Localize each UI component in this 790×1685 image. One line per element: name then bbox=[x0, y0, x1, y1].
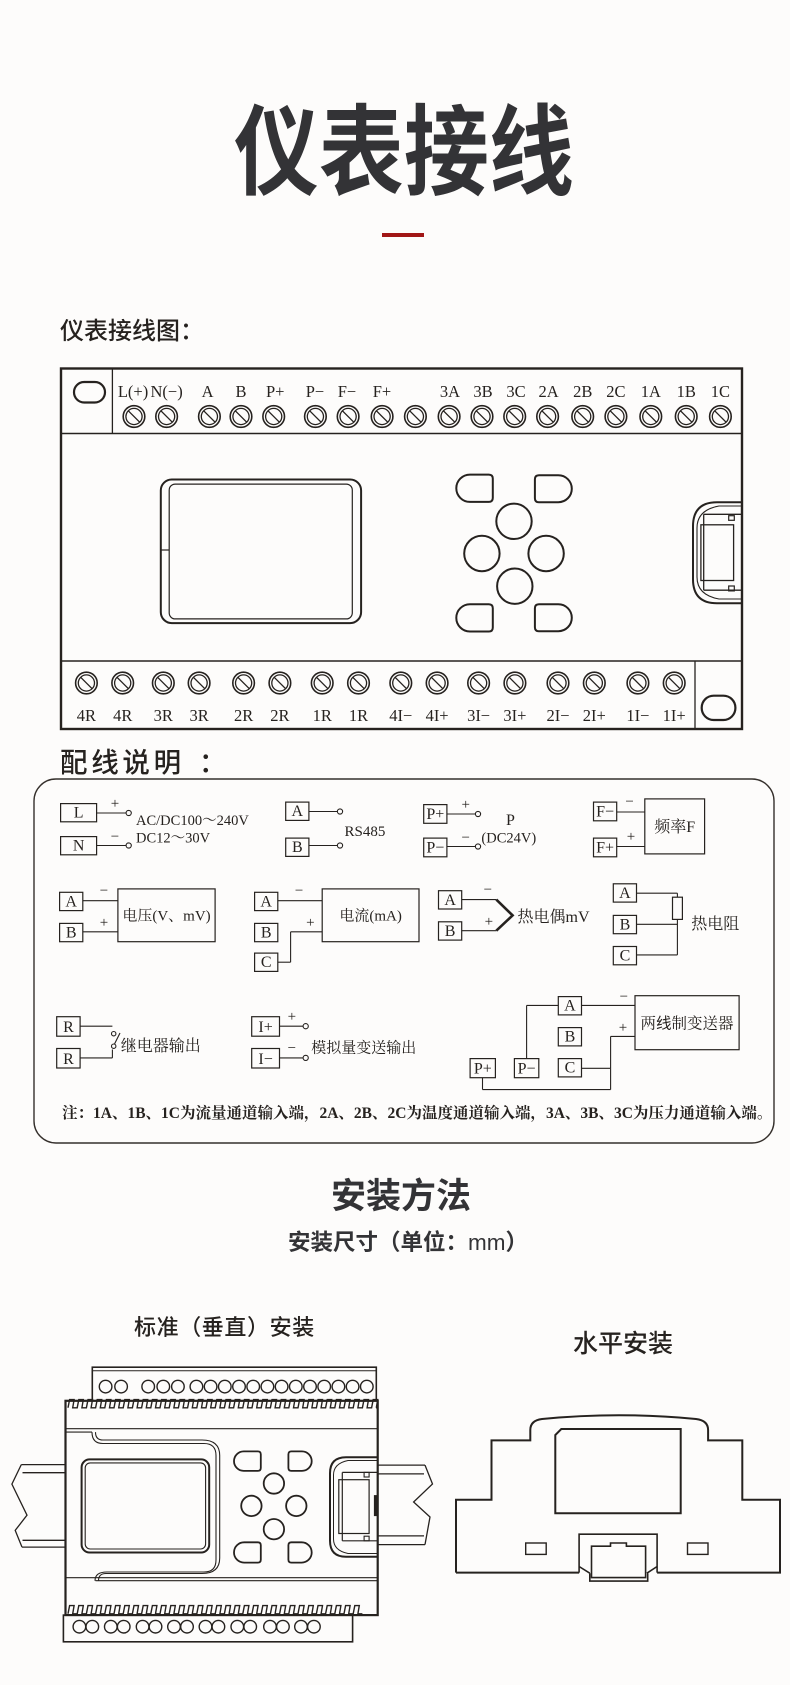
svg-text:I−: I− bbox=[258, 1046, 272, 1069]
svg-text:1R: 1R bbox=[313, 702, 332, 726]
svg-text:B: B bbox=[620, 912, 631, 935]
svg-text:3R: 3R bbox=[189, 702, 208, 726]
svg-text:B: B bbox=[261, 920, 272, 943]
svg-text:1I−: 1I− bbox=[626, 702, 649, 726]
svg-text:B: B bbox=[292, 834, 303, 857]
svg-text:4R: 4R bbox=[113, 702, 132, 726]
svg-text:2B: 2B bbox=[573, 378, 592, 402]
svg-text:F+: F+ bbox=[373, 378, 391, 402]
svg-text:L: L bbox=[74, 800, 84, 823]
svg-text:2R: 2R bbox=[234, 702, 253, 726]
svg-text:N: N bbox=[73, 833, 85, 856]
svg-text:−: − bbox=[100, 879, 108, 900]
svg-text:P: P bbox=[506, 807, 515, 830]
svg-text:电流(mA): 电流(mA) bbox=[339, 905, 402, 926]
svg-text:2R: 2R bbox=[270, 702, 289, 726]
svg-text:3C: 3C bbox=[506, 378, 525, 402]
svg-text:−: − bbox=[484, 878, 492, 899]
svg-text:B: B bbox=[66, 920, 77, 943]
svg-text:P−: P− bbox=[306, 378, 324, 402]
svg-text:两线制变送器: 两线制变送器 bbox=[640, 1012, 734, 1034]
svg-text:3B: 3B bbox=[473, 378, 492, 402]
svg-text:L(+): L(+) bbox=[118, 378, 148, 402]
svg-text:热电阻: 热电阻 bbox=[691, 911, 739, 934]
svg-text:−: − bbox=[288, 1037, 296, 1058]
svg-text:热电偶mV: 热电偶mV bbox=[518, 904, 590, 927]
svg-text:N(−): N(−) bbox=[150, 378, 182, 402]
svg-text:C: C bbox=[620, 943, 631, 966]
svg-text:AC/DC100～240V: AC/DC100～240V bbox=[136, 809, 249, 830]
svg-text:C: C bbox=[261, 949, 272, 972]
svg-text:−: − bbox=[461, 826, 469, 847]
svg-text:+: + bbox=[619, 1016, 627, 1037]
svg-text:DC12～30V: DC12～30V bbox=[136, 827, 211, 848]
svg-text:+: + bbox=[111, 792, 119, 813]
svg-text:+: + bbox=[100, 911, 108, 932]
svg-text:频率F: 频率F bbox=[654, 814, 695, 837]
svg-text:P−: P− bbox=[518, 1056, 536, 1079]
svg-text:3A: 3A bbox=[440, 378, 460, 402]
svg-text:C: C bbox=[565, 1055, 576, 1078]
svg-text:I+: I+ bbox=[258, 1014, 272, 1037]
svg-text:B: B bbox=[565, 1024, 576, 1047]
svg-text:+: + bbox=[288, 1005, 296, 1026]
svg-text:−: − bbox=[111, 825, 119, 846]
svg-text:3R: 3R bbox=[154, 702, 173, 726]
svg-text:2I+: 2I+ bbox=[583, 702, 606, 726]
svg-text:P+: P+ bbox=[474, 1056, 492, 1079]
svg-text:A: A bbox=[260, 888, 272, 911]
svg-text:继电器输出: 继电器输出 bbox=[121, 1033, 201, 1056]
svg-text:1C: 1C bbox=[711, 378, 730, 402]
svg-text:4R: 4R bbox=[77, 702, 96, 726]
svg-text:F−: F− bbox=[596, 799, 614, 822]
svg-text:1R: 1R bbox=[349, 702, 368, 726]
svg-text:2I−: 2I− bbox=[546, 702, 569, 726]
svg-text:R: R bbox=[63, 1014, 74, 1037]
svg-text:3I−: 3I− bbox=[467, 702, 490, 726]
svg-text:P+: P+ bbox=[426, 801, 444, 824]
svg-text:A: A bbox=[202, 378, 214, 402]
svg-text:F+: F+ bbox=[596, 835, 614, 858]
svg-text:P+: P+ bbox=[266, 378, 284, 402]
svg-text:R: R bbox=[63, 1046, 74, 1069]
svg-text:A: A bbox=[564, 993, 576, 1016]
svg-text:−: − bbox=[620, 985, 628, 1006]
svg-text:F−: F− bbox=[338, 378, 356, 402]
svg-text:1B: 1B bbox=[677, 378, 696, 402]
svg-text:A: A bbox=[619, 880, 631, 903]
svg-text:2C: 2C bbox=[606, 378, 625, 402]
svg-text:+: + bbox=[461, 793, 469, 814]
svg-text:A: A bbox=[65, 888, 77, 911]
svg-text:A: A bbox=[444, 887, 456, 910]
svg-text:RS485: RS485 bbox=[345, 820, 386, 841]
svg-text:+: + bbox=[306, 911, 314, 932]
svg-text:4I−: 4I− bbox=[389, 702, 412, 726]
svg-text:−: − bbox=[625, 790, 633, 811]
svg-text:1I+: 1I+ bbox=[663, 702, 686, 726]
svg-text:4I+: 4I+ bbox=[426, 702, 449, 726]
svg-text:−: − bbox=[295, 879, 303, 900]
svg-text:电压(V、mV): 电压(V、mV) bbox=[122, 905, 210, 926]
svg-text:+: + bbox=[485, 910, 493, 931]
svg-text:(DC24V): (DC24V) bbox=[481, 827, 536, 848]
svg-text:A: A bbox=[292, 798, 304, 821]
svg-text:+: + bbox=[627, 825, 635, 846]
svg-text:2A: 2A bbox=[539, 378, 559, 402]
svg-text:1A: 1A bbox=[641, 378, 661, 402]
svg-text:3I+: 3I+ bbox=[503, 702, 526, 726]
svg-text:模拟量变送输出: 模拟量变送输出 bbox=[311, 1037, 416, 1058]
svg-text:B: B bbox=[445, 918, 456, 941]
svg-text:B: B bbox=[235, 378, 246, 402]
svg-text:P−: P− bbox=[426, 835, 444, 858]
